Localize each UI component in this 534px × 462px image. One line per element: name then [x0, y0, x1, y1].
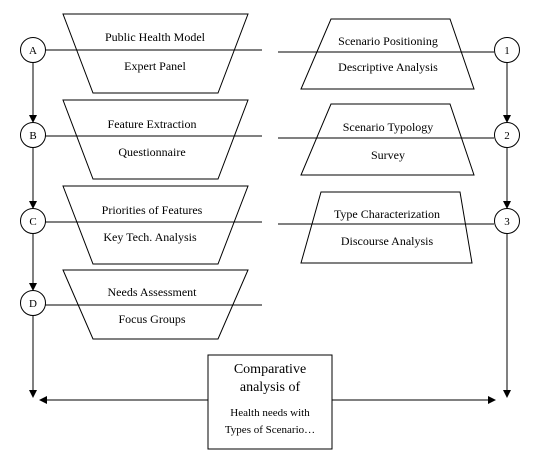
survey-label: Survey	[371, 148, 405, 162]
shape-type-characterization	[300, 191, 473, 264]
discourse-analysis-label: Discourse Analysis	[341, 234, 434, 248]
feature-extraction-label: Feature Extraction	[108, 117, 197, 131]
shape-public-health-model	[62, 13, 249, 94]
priorities-of-features-label: Priorities of Features	[102, 203, 203, 217]
shape-priorities-of-features	[62, 185, 249, 265]
node-d-circle	[20, 290, 46, 316]
node-1-label: 1	[504, 45, 510, 57]
analysis-of-label: analysis of	[240, 380, 301, 395]
node-a-circle	[20, 37, 46, 63]
expert-panel-label: Expert Panel	[124, 59, 186, 73]
node-3-label: 3	[504, 216, 510, 228]
node-c-label: C	[29, 216, 36, 228]
scenario-positioning-label: Scenario Positioning	[338, 34, 438, 48]
shape-scenario-positioning	[300, 18, 475, 90]
node-3-circle	[494, 208, 520, 234]
shape-scenario-typology	[300, 103, 475, 176]
node-b-circle	[20, 122, 46, 148]
comparative-label: Comparative	[234, 362, 306, 377]
descriptive-analysis-label: Descriptive Analysis	[338, 60, 438, 74]
node-d-label: D	[29, 298, 37, 310]
node-c-circle	[20, 208, 46, 234]
key-tech-analysis-label: Key Tech. Analysis	[103, 230, 197, 244]
needs-assessment-label: Needs Assessment	[108, 285, 198, 299]
node-a-label: A	[29, 45, 37, 57]
type-characterization-label: Type Characterization	[334, 207, 440, 221]
shape-feature-extraction	[62, 99, 249, 180]
node-b-label: B	[29, 130, 36, 142]
types-of-scenario-label: Types of Scenario…	[225, 424, 315, 436]
node-1-circle	[494, 37, 520, 63]
node-2-label: 2	[504, 130, 510, 142]
focus-groups-label: Focus Groups	[118, 312, 185, 326]
questionnaire-label: Questionnaire	[118, 145, 185, 159]
scenario-typology-label: Scenario Typology	[343, 120, 434, 134]
comparative-analysis-box	[207, 354, 333, 450]
public-health-model-label: Public Health Model	[105, 30, 206, 44]
node-2-circle	[494, 122, 520, 148]
health-needs-label: Health needs with	[230, 407, 310, 419]
